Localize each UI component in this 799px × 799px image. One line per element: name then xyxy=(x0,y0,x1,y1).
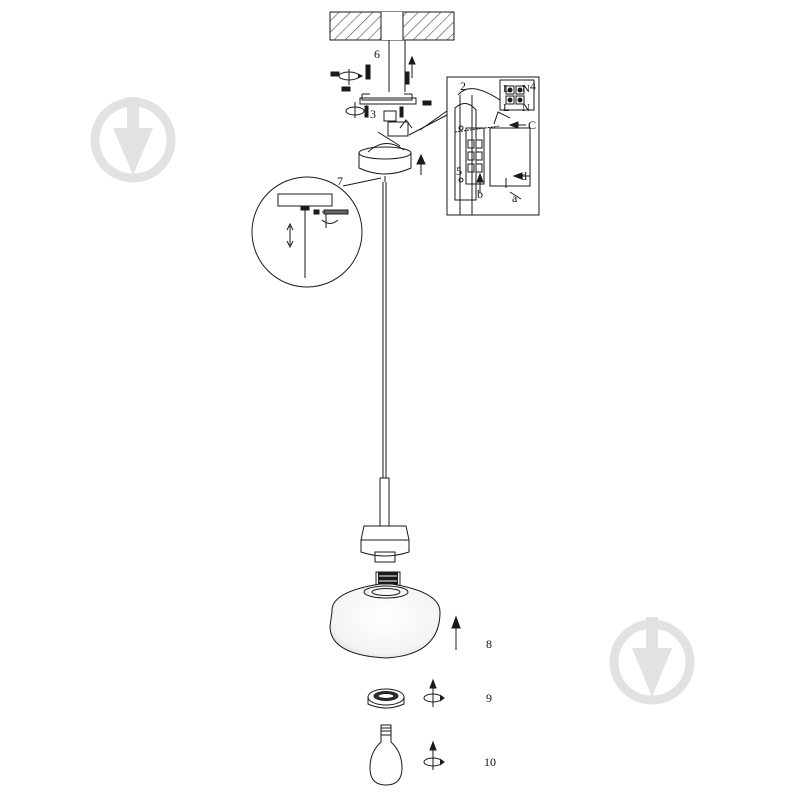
terminal-label-n-top: N xyxy=(522,83,530,95)
step-label-9: 9 xyxy=(486,691,492,705)
pin-icon xyxy=(90,97,176,183)
part-letter-b: b xyxy=(477,187,483,201)
part-letter-d: d xyxy=(521,169,527,183)
terminal-label-l-bottom: L xyxy=(503,102,510,114)
step-label-6: 6 xyxy=(374,47,380,61)
step-label-8: 8 xyxy=(486,637,492,651)
step-label-5: 5 xyxy=(456,164,462,178)
canopy xyxy=(358,143,426,182)
step-label-2: 2 xyxy=(460,79,466,93)
step-label-4: 4 xyxy=(530,79,536,93)
step-labels: 6 3 2 4 5 7 8 9 10 xyxy=(337,47,536,769)
cable-adjust-detail xyxy=(251,176,382,288)
mounting-bracket xyxy=(345,93,417,147)
step-label-3: 3 xyxy=(370,107,376,121)
light-bulb xyxy=(369,724,445,786)
step-label-10: 10 xyxy=(484,755,496,769)
glass-shade xyxy=(329,583,461,659)
step-label-7: 7 xyxy=(337,174,343,188)
part-letter-a: a xyxy=(512,191,518,205)
pin-icon xyxy=(609,617,695,705)
terminal-label-n-bottom: N xyxy=(522,102,530,114)
suspension-cable xyxy=(379,182,390,527)
terminal-label-l-top: L xyxy=(503,83,510,95)
lamp-holder xyxy=(360,525,410,593)
wiring-detail-box xyxy=(408,76,540,216)
retaining-ring xyxy=(367,678,445,709)
part-letters: a b C d xyxy=(477,118,536,205)
screw-and-plug-set xyxy=(330,40,432,106)
ceiling xyxy=(329,11,455,41)
terminal-labels: L N L N xyxy=(503,83,530,114)
part-letter-c: C xyxy=(528,118,536,132)
